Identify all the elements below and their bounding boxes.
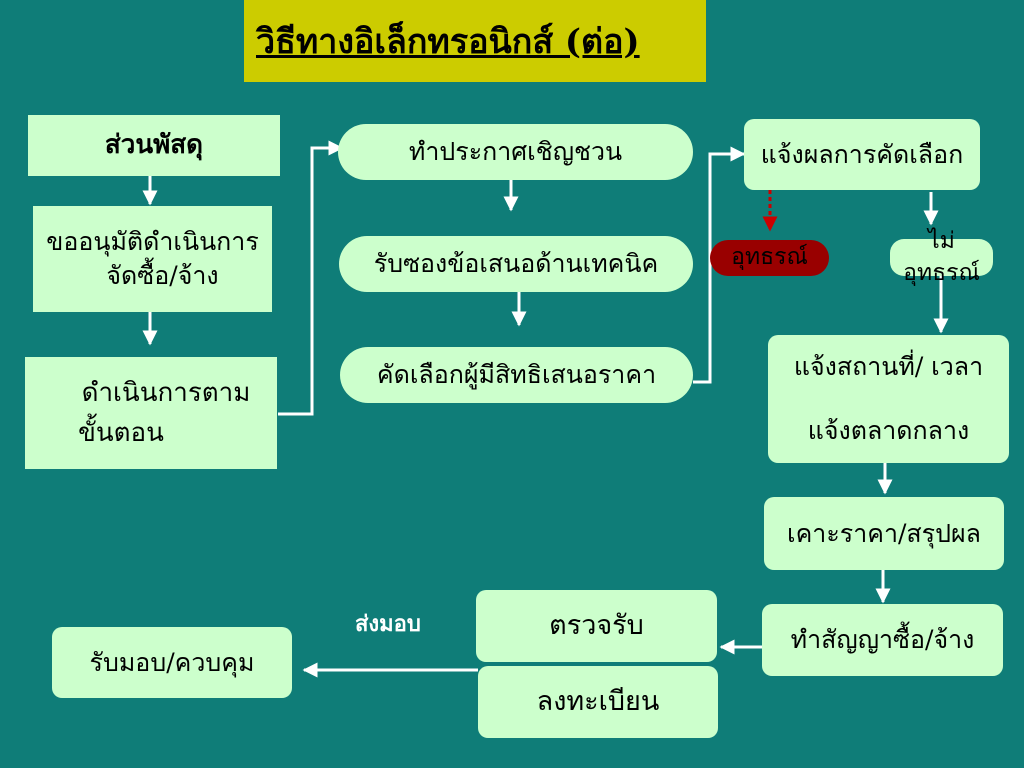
proceed-steps-line2: ขั้นตอน xyxy=(78,418,164,448)
receive-tech-proposal-label: รับซองข้อเสนอด้านเทคนิค xyxy=(373,249,659,279)
notify-central-market-label: แจ้งตลาดกลาง xyxy=(807,416,970,446)
bid-summary-label: เคาะราคา/สรุปผล xyxy=(787,518,981,548)
select-qualified-label: คัดเลือกผู้มีสิทธิเสนอราคา xyxy=(376,360,657,390)
receive-control-box: รับมอบ/ควบคุม xyxy=(52,627,292,698)
bid-summary-box: เคาะราคา/สรุปผล xyxy=(764,497,1004,570)
inspect-label: ตรวจรับ xyxy=(549,609,644,641)
contract-label: ทำสัญญาซื้อ/จ้าง xyxy=(790,625,975,655)
select-qualified-box: คัดเลือกผู้มีสิทธิเสนอราคา xyxy=(340,347,693,403)
notify-result-box: แจ้งผลการคัดเลือก xyxy=(744,119,980,190)
arrow-proceed-to-invitation xyxy=(278,140,344,416)
appeal-box: อุทธรณ์ xyxy=(710,240,829,276)
proceed-steps-box: ดำเนินการตาม ขั้นตอน xyxy=(25,357,277,469)
deliver-label: ส่งมอบ xyxy=(355,611,421,637)
slide-title-text: วิธีทางอิเล็กทรอนิกส์ (ต่อ) xyxy=(256,22,640,62)
no-appeal-box: ไม่อุทธรณ์ xyxy=(890,228,993,286)
inspect-box: ตรวจรับ xyxy=(476,590,717,662)
notify-result-label: แจ้งผลการคัดเลือก xyxy=(760,139,964,169)
register-label: ลงทะเบียน xyxy=(536,685,660,717)
notify-place-time-label: แจ้งสถานที่/ เวลา xyxy=(793,352,984,382)
invitation-box: ทำประกาศเชิญชวน xyxy=(338,124,693,180)
no-appeal-label: ไม่อุทธรณ์ xyxy=(903,228,980,286)
appeal-label: อุทธรณ์ xyxy=(731,244,808,271)
receive-tech-proposal-box: รับซองข้อเสนอด้านเทคนิค xyxy=(339,236,693,292)
slide-title: วิธีทางอิเล็กทรอนิกส์ (ต่อ) xyxy=(244,0,706,82)
register-box: ลงทะเบียน xyxy=(478,666,718,738)
request-approval-line1: ขออนุมัติดำเนินการ xyxy=(46,227,259,257)
supply-unit-label: ส่วนพัสดุ xyxy=(104,129,204,160)
contract-box: ทำสัญญาซื้อ/จ้าง xyxy=(762,604,1003,676)
supply-unit-box: ส่วนพัสดุ xyxy=(28,115,280,176)
request-approval-box: ขออนุมัติดำเนินการ จัดซื้อ/จ้าง xyxy=(33,206,272,312)
request-approval-line2: จัดซื้อ/จ้าง xyxy=(106,261,219,290)
invitation-label: ทำประกาศเชิญชวน xyxy=(408,137,623,167)
receive-control-label: รับมอบ/ควบคุม xyxy=(89,647,255,677)
arrow-select-to-result xyxy=(693,146,746,384)
proceed-steps-line1: ดำเนินการตาม xyxy=(81,377,251,408)
notify-place-market-box: แจ้งสถานที่/ เวลา แจ้งตลาดกลาง xyxy=(768,335,1009,463)
